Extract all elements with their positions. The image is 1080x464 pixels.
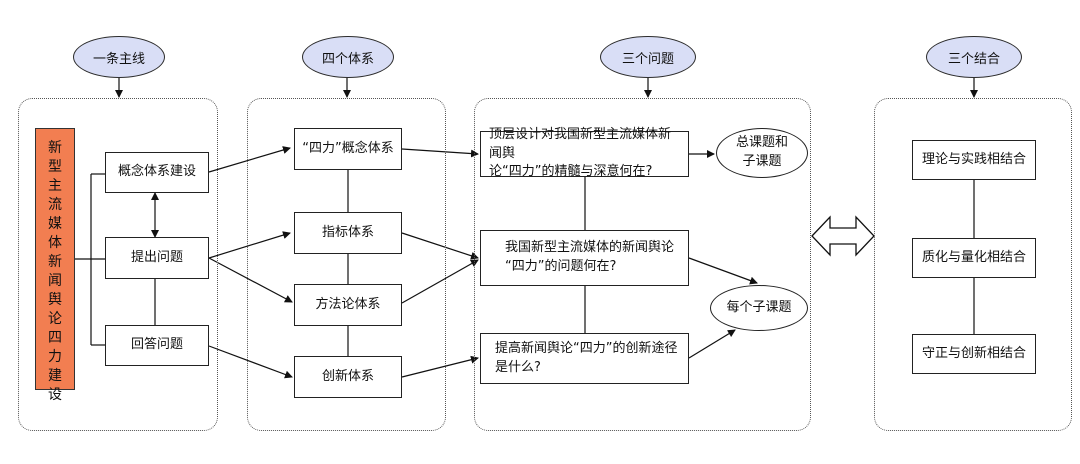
main-line-box: 新型主流媒体新闻舆论四力建设 xyxy=(35,128,75,403)
raise-question-box: 提出问题 xyxy=(105,237,209,279)
concept-system-building-box: 概念体系建设 xyxy=(105,152,209,193)
header-three-questions: 三个问题 xyxy=(600,36,696,78)
overall-subtopic-ellipse: 总课题和 子课题 xyxy=(716,128,808,178)
answer-question-box: 回答问题 xyxy=(105,325,209,366)
panel-three-combinations xyxy=(874,98,1072,431)
integrity-innovation-box: 守正与创新相结合 xyxy=(912,334,1036,374)
theory-practice-box: 理论与实践相结合 xyxy=(912,140,1036,180)
panel-main-line xyxy=(18,98,218,431)
header-four-systems: 四个体系 xyxy=(302,36,394,78)
question-2-box: 我国新型主流媒体的新闻舆论 “四力”的问题何在? xyxy=(480,230,689,286)
header-main-line: 一条主线 xyxy=(73,36,165,78)
panel-three-questions xyxy=(474,98,811,431)
methodology-system-box: 方法论体系 xyxy=(294,284,402,326)
innovation-system-box: 创新体系 xyxy=(294,356,402,398)
indicator-system-box: 指标体系 xyxy=(294,212,402,254)
double-arrow-icon xyxy=(811,215,875,257)
question-1-box: 顶层设计对我国新型主流媒体新闻舆 论“四力”的精髓与深意何在? xyxy=(480,127,689,179)
each-subtopic-ellipse: 每个子课题 xyxy=(710,285,808,331)
qualitative-quantitative-box: 质化与量化相结合 xyxy=(912,238,1036,278)
header-three-combinations: 三个结合 xyxy=(926,36,1022,78)
question-3-box: 提高新闻舆论“四力”的创新途径 是什么? xyxy=(480,333,689,384)
concept-system-box: “四力”概念体系 xyxy=(294,128,402,170)
panel-four-systems xyxy=(247,98,446,431)
